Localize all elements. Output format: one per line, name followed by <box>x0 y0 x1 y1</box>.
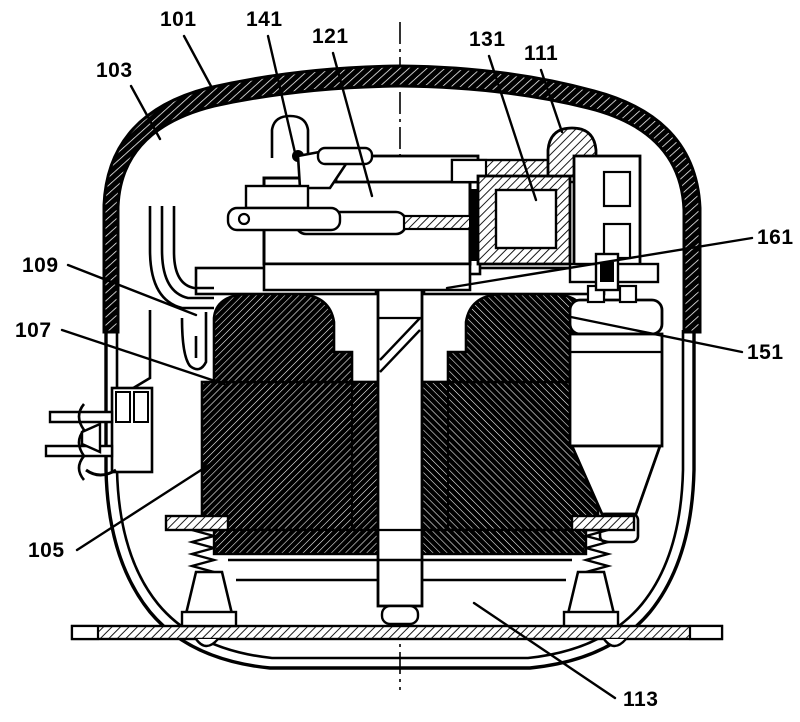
callout-121: 121 <box>312 25 374 198</box>
stator-end-windings <box>212 292 588 556</box>
callout-141: 141 <box>246 8 298 159</box>
reference-numeral-layer: 101 103 141 121 131 111 161 151 109 107 105 113 <box>15 8 794 711</box>
leader-line-141 <box>266 34 298 159</box>
leader-line-107 <box>60 328 226 386</box>
callout-105: 105 <box>28 461 214 562</box>
rotor-and-crankshaft <box>376 284 424 626</box>
reference-numeral-101: 101 <box>160 8 197 31</box>
leader-line-151 <box>564 314 744 354</box>
reference-numeral-151: 151 <box>747 341 784 364</box>
suspension-spring-mounts <box>164 514 636 628</box>
reference-numeral-113: 113 <box>623 688 658 711</box>
reference-numeral-109: 109 <box>22 254 59 277</box>
reference-numeral-141: 141 <box>246 8 283 31</box>
callout-161: 161 <box>445 226 794 290</box>
bearing-housing-and-discharge-boss <box>476 126 660 284</box>
reference-numeral-107: 107 <box>15 319 52 342</box>
callout-113: 113 <box>472 601 658 711</box>
leader-line-103 <box>129 84 162 141</box>
callout-131: 131 <box>469 28 538 202</box>
leader-line-109 <box>66 263 198 317</box>
reference-numeral-131: 131 <box>469 28 506 51</box>
leader-line-131 <box>487 54 538 202</box>
hermetic-terminal <box>44 386 154 481</box>
leader-line-161 <box>445 236 754 290</box>
reference-numeral-111: 111 <box>524 42 558 65</box>
callout-109: 109 <box>22 254 198 317</box>
callout-103: 103 <box>96 59 162 141</box>
leader-line-113 <box>472 601 617 700</box>
reference-numeral-161: 161 <box>757 226 794 249</box>
compressor-shell <box>102 64 702 670</box>
reference-numeral-103: 103 <box>96 59 133 82</box>
suction-tube-loop <box>129 206 214 392</box>
reference-numeral-105: 105 <box>28 539 65 562</box>
leader-line-101 <box>182 34 214 90</box>
leader-line-111 <box>539 68 564 134</box>
suction-muffler-linkage <box>226 114 374 232</box>
reference-numeral-121: 121 <box>312 25 349 48</box>
discharge-tube-fitting <box>594 252 620 292</box>
base-plate <box>70 624 724 648</box>
callout-107: 107 <box>15 319 226 386</box>
leader-line-105 <box>75 461 214 552</box>
callout-111: 111 <box>524 42 564 134</box>
leader-line-121 <box>331 51 374 198</box>
accumulator-body <box>568 284 664 544</box>
callout-101: 101 <box>160 8 214 90</box>
callout-151: 151 <box>564 314 784 364</box>
